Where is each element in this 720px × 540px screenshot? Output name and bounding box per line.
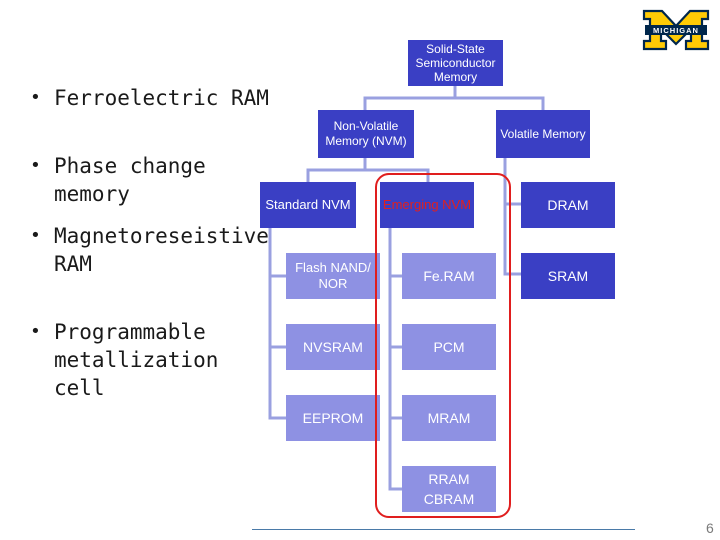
- bullet-item: • Ferroelectric RAM: [30, 84, 290, 112]
- box-label: Standard NVM: [265, 197, 351, 212]
- box-label: Flash NAND/ NOR: [295, 260, 371, 291]
- box-label: Non-Volatile Memory (NVM): [325, 119, 407, 148]
- flash-box: Flash NAND/ NOR: [286, 253, 380, 299]
- emerging-nvm-box: Emerging NVM: [380, 182, 474, 228]
- bullet-item: • Phase change memory: [30, 152, 290, 208]
- logo-wordmark: MICHIGAN: [653, 26, 699, 35]
- box-label: Solid-State Semiconductor Memory: [415, 42, 496, 84]
- box-label: Fe.RAM: [423, 268, 475, 284]
- pcm-box: PCM: [402, 324, 496, 370]
- box-label: Emerging NVM: [382, 197, 472, 212]
- eeprom-box: EEPROM: [286, 395, 380, 441]
- volatile-memory-box: Volatile Memory: [496, 110, 590, 158]
- page-number: 6: [706, 520, 714, 536]
- rram-cbram-box: RRAM CBRAM: [402, 466, 496, 512]
- box-label: PCM: [433, 339, 465, 355]
- bullet-marker: •: [30, 155, 41, 176]
- nvm-box: Non-Volatile Memory (NVM): [318, 110, 414, 158]
- bullet-marker: •: [30, 225, 41, 246]
- box-label: NVSRAM: [303, 339, 363, 355]
- dram-box: DRAM: [521, 182, 615, 228]
- bullet-item: • Programmable metallization cell: [30, 318, 260, 402]
- box-label: Volatile Memory: [500, 126, 586, 141]
- bullet-marker: •: [30, 87, 41, 108]
- michigan-logo: MICHIGAN: [641, 8, 711, 52]
- sram-box: SRAM: [521, 253, 615, 299]
- box-label-cbram: CBRAM: [423, 491, 475, 507]
- bullet-text: Phase change memory: [54, 154, 206, 206]
- box-label: DRAM: [547, 197, 589, 213]
- box-label: EEPROM: [302, 410, 364, 426]
- root-memory-box: Solid-State Semiconductor Memory: [408, 40, 503, 86]
- standard-nvm-box: Standard NVM: [260, 182, 356, 228]
- feram-box: Fe.RAM: [402, 253, 496, 299]
- bullet-text: Ferroelectric RAM: [54, 86, 269, 110]
- bullet-item: • Magnetoreseistive RAM: [30, 222, 269, 278]
- bullet-text: Programmable metallization cell: [54, 320, 219, 400]
- nvsram-box: NVSRAM: [286, 324, 380, 370]
- emerging-nvm-highlight: [375, 173, 511, 518]
- box-label-rram: RRAM: [428, 471, 470, 487]
- footer-divider: [252, 529, 635, 530]
- bullet-text: Magnetoreseistive RAM: [54, 224, 269, 276]
- box-label: SRAM: [547, 268, 589, 284]
- box-label: MRAM: [427, 410, 471, 426]
- mram-box: MRAM: [402, 395, 496, 441]
- bullet-marker: •: [30, 321, 41, 342]
